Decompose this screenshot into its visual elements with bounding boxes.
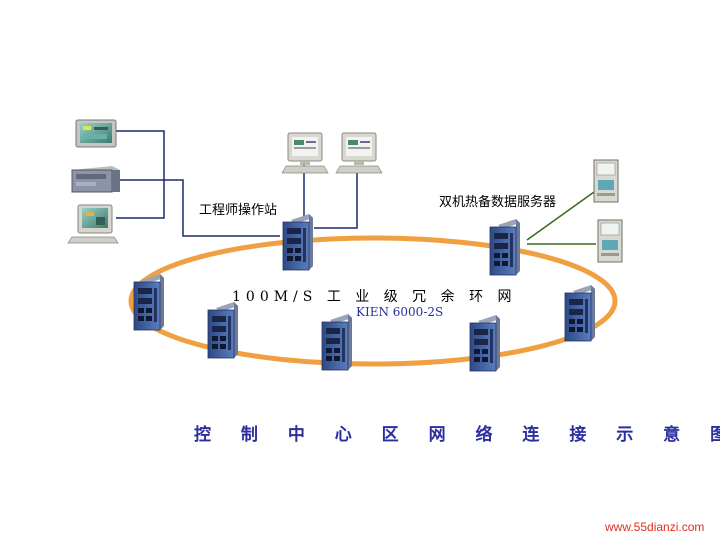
server-icon-top bbox=[593, 159, 619, 203]
switch-icon-station bbox=[282, 213, 314, 271]
redundant-servers-label: 双机热备数据服务器 bbox=[439, 195, 557, 210]
hmi-panel-icon bbox=[75, 119, 117, 148]
link-workstation-right bbox=[314, 168, 358, 229]
workstation-icon-right bbox=[335, 132, 383, 174]
switch-model-label: KIEN 6000-2S bbox=[356, 305, 444, 319]
industrial-pc-icon bbox=[71, 166, 120, 193]
switch-icon-right bbox=[564, 284, 596, 342]
switch-icon-left bbox=[133, 273, 165, 331]
workstation-icon-left bbox=[281, 132, 329, 174]
switch-icon-bottom bbox=[321, 313, 353, 371]
link-lines bbox=[116, 130, 358, 237]
redundant-ring bbox=[128, 235, 618, 367]
switch-icon-lower-right bbox=[469, 314, 501, 372]
switch-icon-server bbox=[489, 218, 521, 276]
server-links bbox=[526, 191, 596, 245]
link-engineer-station bbox=[116, 179, 280, 237]
watermark: www.55dianzi.com bbox=[605, 520, 705, 534]
ring-network-label: 100M/S 工 业 级 冗 余 环 网 bbox=[232, 289, 517, 305]
server-icon-bottom bbox=[597, 219, 623, 263]
engineer-workstation-icon bbox=[67, 204, 119, 244]
switch-icon-lower-left bbox=[207, 301, 239, 359]
engineer-station-label: 工程师操作站 bbox=[199, 203, 278, 218]
link-server-top bbox=[526, 191, 595, 241]
link-hmi-panel bbox=[116, 130, 165, 219]
diagram-caption: 控 制 中 心 区 网 络 连 接 示 意 图 bbox=[194, 425, 720, 445]
